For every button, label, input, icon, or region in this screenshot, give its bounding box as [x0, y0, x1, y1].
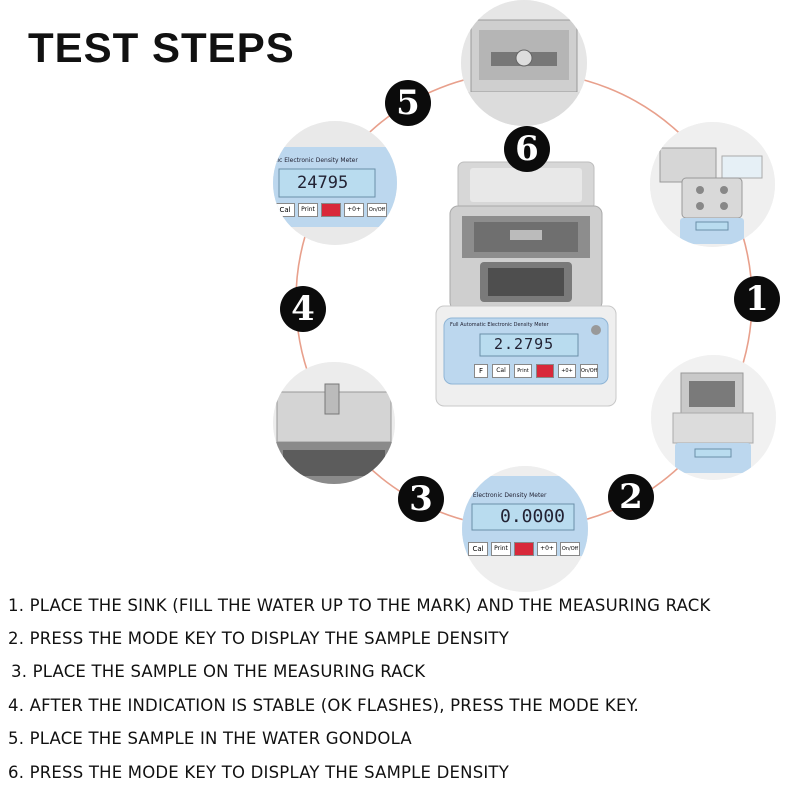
- photo-3-label: ic Electronic Density Meter: [466, 492, 547, 499]
- key-power: On/Off: [367, 203, 387, 217]
- key-print: Print: [514, 364, 532, 378]
- step-text-6: 6. PRESS THE MODE KEY TO DISPLAY THE SAM…: [8, 763, 509, 782]
- device-keys: F Cal Print +0+ On/Off: [474, 364, 598, 378]
- photo-step-6: [461, 0, 587, 126]
- photo-step-1: [650, 122, 775, 247]
- step-text-5: 5. PLACE THE SAMPLE IN THE WATER GONDOLA: [8, 729, 412, 748]
- device-label: Full Automatic Electronic Density Meter: [450, 322, 549, 328]
- photo-3-display: 0.0000: [500, 506, 566, 527]
- step-text-3: 3. PLACE THE SAMPLE ON THE MEASURING RAC…: [11, 662, 426, 681]
- photo-step-2: [651, 355, 776, 480]
- key-cal: Cal: [468, 542, 488, 556]
- photo-5-label: tic Electronic Density Meter: [275, 157, 358, 164]
- badge-step-5: 5: [385, 80, 431, 126]
- key-tare: +0+: [558, 364, 576, 378]
- badge-step-4: 4: [280, 286, 326, 332]
- key-mode: [536, 364, 554, 378]
- badge-step-2: 2: [608, 474, 654, 520]
- key-cal: Cal: [275, 203, 295, 217]
- key-print: Print: [298, 203, 318, 217]
- key-print: Print: [491, 542, 511, 556]
- key-tare: +0+: [537, 542, 557, 556]
- badge-step-6: 6: [504, 126, 550, 172]
- key-power: On/Off: [560, 542, 580, 556]
- page-title: TEST STEPS: [28, 24, 295, 71]
- key-f: F: [474, 364, 488, 378]
- step-text-4: 4. AFTER THE INDICATION IS STABLE (OK FL…: [8, 696, 639, 715]
- key-mode: [321, 203, 341, 217]
- density-meter: Full Automatic Electronic Density Meter …: [430, 150, 622, 410]
- photo-step-5: tic Electronic Density Meter 24795 Cal P…: [273, 121, 397, 245]
- step-text-1: 1. PLACE THE SINK (FILL THE WATER UP TO …: [8, 596, 711, 615]
- key-cal: Cal: [492, 364, 510, 378]
- photo-3-keys: Cal Print +0+ On/Off: [468, 542, 580, 556]
- badge-step-1: 1: [734, 276, 780, 322]
- key-power: On/Off: [580, 364, 598, 378]
- key-tare: +0+: [344, 203, 364, 217]
- photo-5-keys: Cal Print +0+ On/Off: [275, 203, 387, 217]
- badge-step-3: 3: [398, 476, 444, 522]
- device-display: 2.2795: [494, 335, 555, 353]
- photo-5-display: 24795: [297, 173, 349, 193]
- photo-step-3: ic Electronic Density Meter 0.0000 Cal P…: [462, 466, 588, 592]
- photo-step-4: [273, 362, 395, 484]
- step-text-2: 2. PRESS THE MODE KEY TO DISPLAY THE SAM…: [8, 629, 509, 648]
- key-mode: [514, 542, 534, 556]
